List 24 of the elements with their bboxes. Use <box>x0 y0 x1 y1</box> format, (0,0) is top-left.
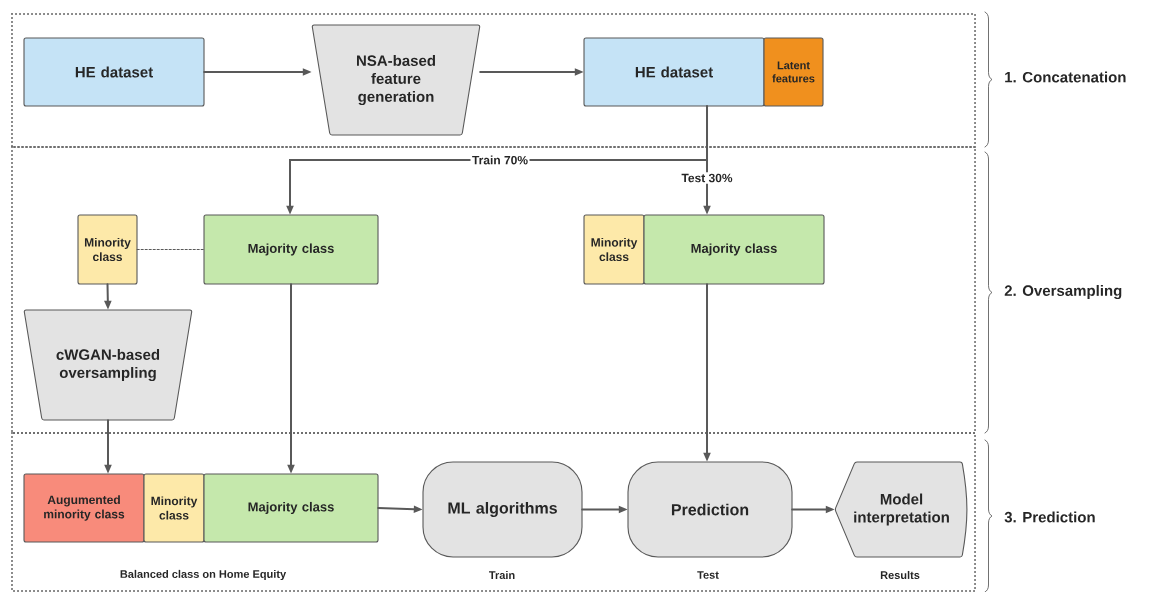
process-trapezoid: cWGAN-based oversampling <box>23 309 193 421</box>
process-box: Majority class <box>643 214 825 285</box>
group-caption: Balanced class on Home Equity <box>120 569 287 581</box>
stage-caption: Test <box>697 571 719 579</box>
process-box: HE dataset <box>583 37 765 107</box>
stage-caption: Results <box>880 570 920 580</box>
process-box: Minority class <box>143 473 205 543</box>
edge-label: Train 70% <box>470 154 530 166</box>
edge-label: Test 30% <box>679 172 735 184</box>
section-label: 2. Oversampling <box>1004 284 1122 300</box>
connector-line <box>136 248 205 251</box>
process-box: Augumented minority class <box>23 473 145 543</box>
process-box: Latent features <box>763 37 824 107</box>
process-box: HE dataset <box>23 37 205 107</box>
process-box: Minority class <box>583 214 645 285</box>
process-terminal: Prediction <box>627 461 793 558</box>
process-trapezoid: NSA-based feature generation <box>311 24 481 136</box>
process-box: Majority class <box>203 214 379 285</box>
section-label: 1. Concatenation <box>1005 71 1126 83</box>
stage-caption: Train <box>489 570 515 580</box>
section-label: 3. Prediction <box>1004 511 1095 523</box>
process-box: Majority class <box>203 473 379 543</box>
process-terminal: ML algorithms <box>422 461 583 558</box>
process-box: Minority class <box>77 214 138 285</box>
